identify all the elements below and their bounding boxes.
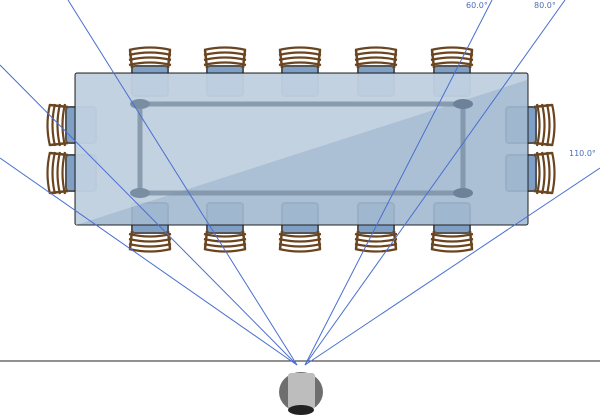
- fov-line: [67, 0, 298, 366]
- conference-table: [74, 72, 529, 226]
- angle-label-60: 60.0°: [466, 1, 488, 10]
- fov-line: [0, 64, 298, 366]
- camera-fov-lines: [0, 0, 600, 366]
- fov-line: [304, 0, 566, 366]
- camera-icon: [279, 372, 323, 415]
- angle-label-110: 110.0°: [569, 149, 596, 158]
- fov-line: [304, 167, 600, 366]
- angle-label-80: 80.0°: [534, 1, 556, 10]
- fov-line: [304, 0, 493, 366]
- fov-line: [0, 157, 298, 366]
